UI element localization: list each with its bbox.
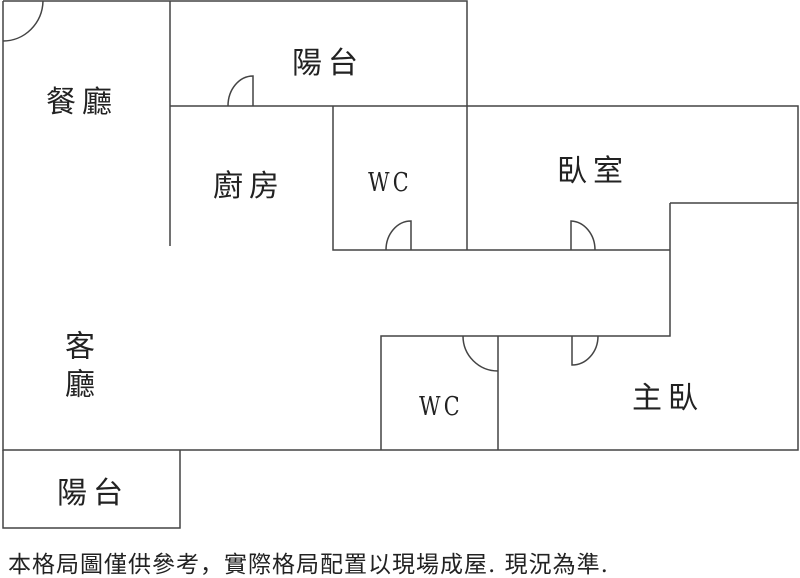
room-label-balcony-top: 陽台	[292, 46, 364, 81]
room-label-living: 客廳	[59, 330, 94, 406]
door-master-bedroom[interactable]	[571, 335, 599, 366]
room-label-wc-lower: WC	[419, 392, 463, 422]
door-entry[interactable]	[2, 0, 44, 42]
door-wc-upper[interactable]	[385, 220, 412, 251]
disclaimer-text: 本格局圖僅供參考，實際格局配置以現場成屋. 現況為準.	[8, 552, 609, 578]
room-label-master-bedroom: 主臥	[632, 381, 704, 416]
outer-wall	[2, 0, 799, 451]
wall-wc-upper	[332, 106, 670, 251]
wall-master-bedroom	[380, 202, 798, 450]
room-label-balcony-bottom: 陽台	[57, 476, 129, 511]
room-label-bedroom: 臥室	[557, 154, 629, 189]
door-bedroom[interactable]	[570, 220, 596, 251]
door-balcony[interactable]	[227, 75, 254, 107]
room-label-kitchen: 廚房	[213, 169, 285, 204]
door-wc-lower[interactable]	[462, 335, 499, 372]
wall-balcony-bottom	[2, 450, 181, 529]
room-label-wc-upper: WC	[368, 168, 412, 198]
room-label-dining: 餐廳	[46, 85, 118, 120]
